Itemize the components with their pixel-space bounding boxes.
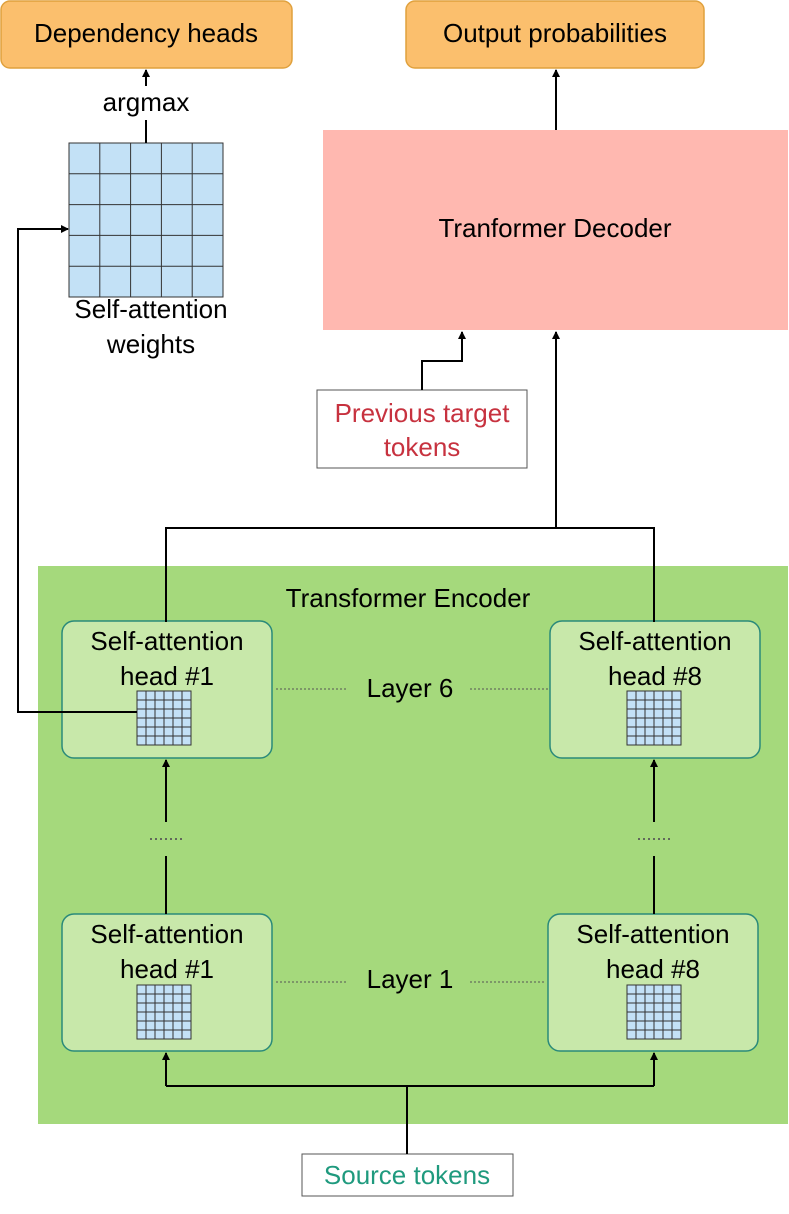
argmax-label: argmax: [103, 87, 190, 117]
dependency-heads-box: [0, 0, 293, 69]
grid-background: [68, 142, 224, 298]
connectors: [17, 69, 658, 1154]
head-subtitle: head #8: [606, 954, 700, 984]
layer1-head8: Self-attention head #8: [547, 913, 759, 1052]
attention-matrix-small: [136, 690, 192, 746]
head-title: Self-attention: [576, 919, 729, 949]
transformer-encoder-label: Transformer Encoder: [286, 583, 531, 613]
transformer-decoder-label: Tranformer Decoder: [438, 213, 671, 243]
previous-target-tokens-line1: Previous target: [335, 398, 511, 428]
head-title: Self-attention: [90, 626, 243, 656]
previous-target-tokens-box: [316, 389, 528, 469]
layer1-label: Layer 1: [367, 964, 454, 994]
attention-matrix-small: [626, 690, 682, 746]
layer1-head1: Self-attention head #1: [61, 913, 273, 1052]
source-tokens-box: [301, 1153, 514, 1197]
attention-weights-label-line2: weights: [106, 329, 195, 359]
self-attention-weights-matrix: [68, 142, 224, 298]
layer6-head1: Self-attention head #1: [61, 620, 273, 759]
head-subtitle: head #1: [120, 661, 214, 691]
head-title: Self-attention: [578, 626, 731, 656]
output-probabilities-box: [405, 0, 705, 69]
head-subtitle: head #8: [608, 661, 702, 691]
attention-matrix-small: [136, 984, 192, 1040]
layer6-label: Layer 6: [367, 673, 454, 703]
layer6-head8: Self-attention head #8: [549, 620, 761, 759]
output-probabilities-label: Output probabilities: [443, 18, 667, 48]
source-tokens-label: Source tokens: [324, 1160, 490, 1190]
transformer-decoder-box: [323, 130, 788, 330]
attention-matrix-small: [626, 984, 682, 1040]
dependency-heads-label: Dependency heads: [34, 18, 258, 48]
head-subtitle: head #1: [120, 954, 214, 984]
previous-target-tokens-line2: tokens: [384, 432, 461, 462]
ellipsis-left: .......: [148, 824, 183, 844]
ellipsis-right: .......: [636, 824, 671, 844]
head-title: Self-attention: [90, 919, 243, 949]
attention-weights-label-line1: Self-attention: [74, 294, 227, 324]
